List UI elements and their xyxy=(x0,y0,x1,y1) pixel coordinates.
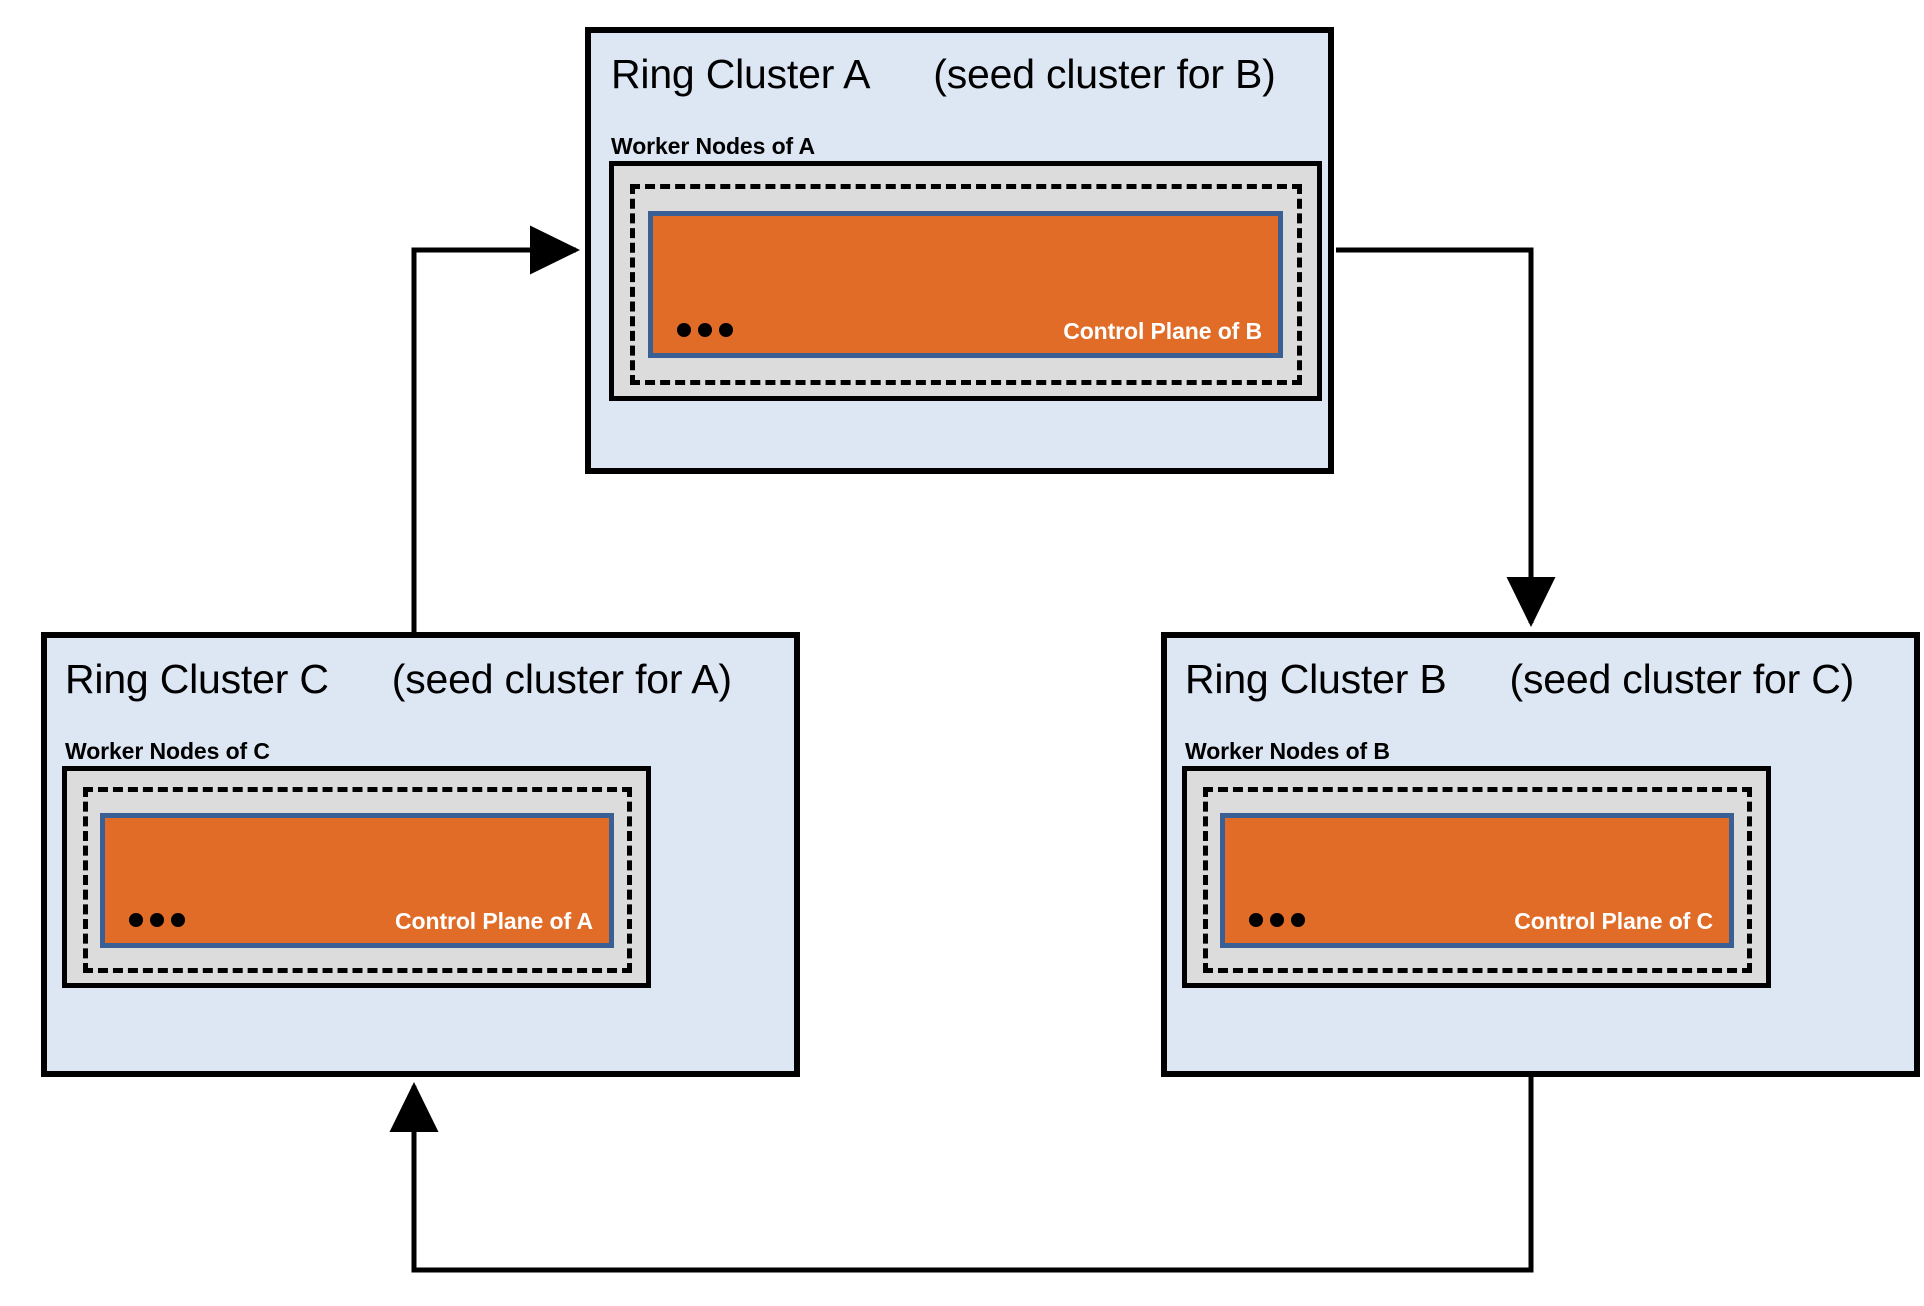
cluster-b-title-text: Ring Cluster B xyxy=(1185,656,1447,702)
cluster-a-ellipsis-dots xyxy=(677,323,733,337)
cluster-c-worker-nodes-label: Worker Nodes of C xyxy=(65,738,270,764)
cluster-c-worker-nodes-box[interactable]: Control Plane of A xyxy=(62,766,651,988)
cluster-c-seed-note: (seed cluster for A) xyxy=(391,656,732,702)
cluster-c-control-plane[interactable]: Control Plane of A xyxy=(100,813,614,948)
cluster-c-ellipsis-dots xyxy=(129,913,185,927)
cluster-b-ellipsis-dots xyxy=(1249,913,1305,927)
cluster-b-worker-nodes-label: Worker Nodes of B xyxy=(1185,738,1390,764)
cluster-b-control-plane-label: Control Plane of C xyxy=(1514,908,1713,934)
cluster-a-worker-nodes-label: Worker Nodes of A xyxy=(611,133,816,159)
cluster-b-title: Ring Cluster B (seed cluster for C) xyxy=(1185,656,1854,703)
cluster-c-control-plane-label: Control Plane of A xyxy=(395,908,593,934)
cluster-a-seed-note: (seed cluster for B) xyxy=(933,51,1276,97)
cluster-b-control-plane[interactable]: Control Plane of C xyxy=(1220,813,1734,948)
cluster-a-node-group-dashed xyxy=(630,184,1302,385)
cluster-c-title-text: Ring Cluster C xyxy=(65,656,329,702)
cluster-a[interactable]: Ring Cluster A (seed cluster for B) Worke… xyxy=(585,27,1334,474)
cluster-b-node-group-dashed xyxy=(1203,787,1752,973)
cluster-a-control-plane-label: Control Plane of B xyxy=(1063,318,1262,344)
cluster-a-title: Ring Cluster A (seed cluster for B) xyxy=(611,51,1276,98)
cluster-b[interactable]: Ring Cluster B (seed cluster for C) Worke… xyxy=(1161,632,1920,1077)
cluster-c[interactable]: Ring Cluster C (seed cluster for A) Worke… xyxy=(41,632,800,1077)
cluster-a-worker-nodes-box[interactable]: Control Plane of B xyxy=(609,161,1322,401)
cluster-a-title-text: Ring Cluster A xyxy=(611,51,871,97)
arrow-b-to-c xyxy=(389,1077,1534,1273)
cluster-b-worker-nodes-box[interactable]: Control Plane of C xyxy=(1182,766,1771,988)
cluster-c-node-group-dashed xyxy=(83,787,632,973)
arrow-a-to-b xyxy=(1336,247,1556,628)
cluster-a-control-plane[interactable]: Control Plane of B xyxy=(648,211,1283,358)
cluster-c-title: Ring Cluster C (seed cluster for A) xyxy=(65,656,732,703)
cluster-b-seed-note: (seed cluster for C) xyxy=(1509,656,1855,702)
